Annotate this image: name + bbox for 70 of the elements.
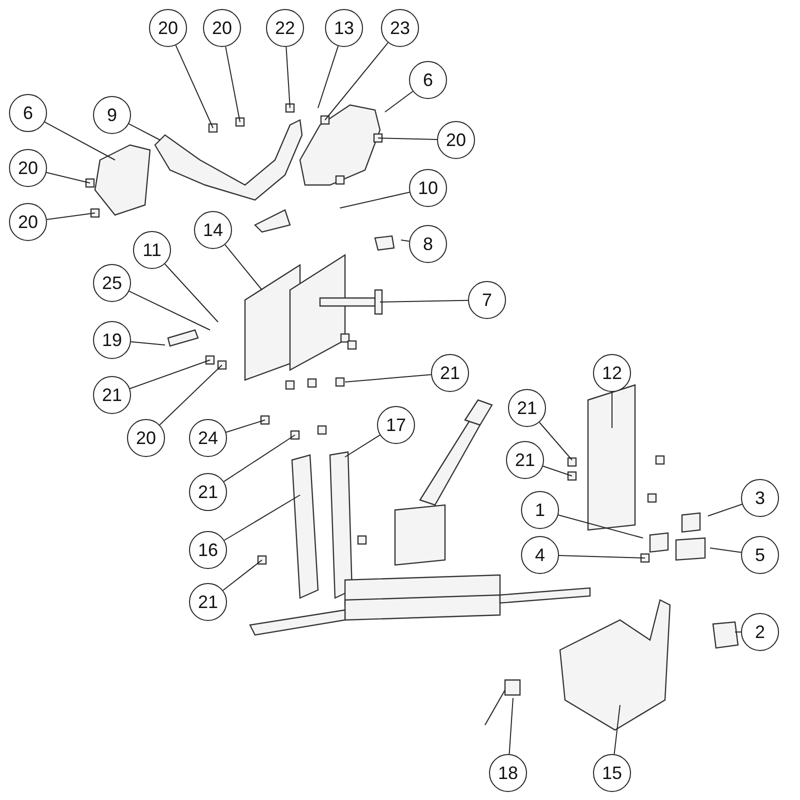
callout-number: 21: [93, 376, 131, 414]
callout-number: 21: [189, 583, 227, 621]
leader-line: [708, 504, 743, 516]
leader-line: [378, 138, 438, 140]
leader-line: [225, 46, 240, 122]
callout-number: 6: [409, 61, 447, 99]
callout-number: 4: [521, 536, 559, 574]
leader-line: [558, 555, 646, 558]
callout-number: 19: [93, 321, 131, 359]
leader-line: [614, 704, 620, 755]
leader-line: [222, 560, 262, 591]
callout-number: 23: [381, 9, 419, 47]
callout-number: 11: [133, 231, 171, 269]
callout-number: 7: [468, 281, 506, 319]
leader-line: [508, 698, 514, 755]
leader-line: [46, 212, 96, 220]
callout-number: 20: [9, 203, 47, 241]
callout-number: 24: [189, 419, 227, 457]
callout-number: 1: [521, 491, 559, 529]
callout-number: 9: [93, 96, 131, 134]
leader-line: [542, 466, 572, 476]
leader-line: [384, 90, 414, 112]
leader-line: [286, 46, 290, 108]
leader-line: [164, 264, 218, 322]
callout-number: 13: [325, 9, 363, 47]
callout-number: 20: [127, 419, 165, 457]
leader-line: [223, 434, 296, 482]
callout-number: 20: [203, 9, 241, 47]
callout-number: 20: [149, 9, 187, 47]
callout-number: 6: [9, 94, 47, 132]
leader-line: [224, 494, 300, 541]
leader-line: [340, 192, 410, 208]
leader-line: [159, 364, 222, 426]
callout-number: 21: [189, 473, 227, 511]
leader-line: [400, 240, 410, 242]
callout-number: 17: [377, 406, 415, 444]
callout-number: 3: [741, 479, 779, 517]
leader-line: [538, 422, 572, 460]
leader-line: [175, 44, 214, 128]
leader-line: [44, 122, 116, 160]
callout-number: 20: [437, 121, 475, 159]
leader-line: [344, 434, 380, 458]
leader-line: [318, 46, 339, 108]
callout-number: 12: [593, 354, 631, 392]
callout-number: 8: [409, 225, 447, 263]
leader-line: [710, 548, 742, 553]
callout-number: 15: [593, 754, 631, 792]
callout-number: 5: [741, 536, 779, 574]
leader-line: [128, 123, 160, 140]
callout-number: 21: [431, 354, 469, 392]
callout-number: 16: [189, 531, 227, 569]
callout-number: 22: [266, 9, 304, 47]
leader-line: [46, 172, 90, 184]
leader-line: [324, 42, 388, 120]
leader-line: [226, 420, 266, 433]
callout-number: 10: [409, 169, 447, 207]
callout-number: 21: [506, 441, 544, 479]
callout-number: 14: [194, 211, 232, 249]
leader-line: [224, 244, 262, 290]
callout-number: 2: [741, 613, 779, 651]
leader-line: [344, 374, 432, 382]
leader-line: [129, 360, 210, 390]
leader-line: [128, 290, 210, 330]
callout-number: 25: [93, 264, 131, 302]
callout-number: 20: [9, 149, 47, 187]
callout-number: 18: [489, 754, 527, 792]
leader-line: [558, 514, 644, 538]
callout-number: 21: [508, 389, 546, 427]
leader-line: [130, 341, 166, 346]
leader-line: [380, 300, 468, 302]
